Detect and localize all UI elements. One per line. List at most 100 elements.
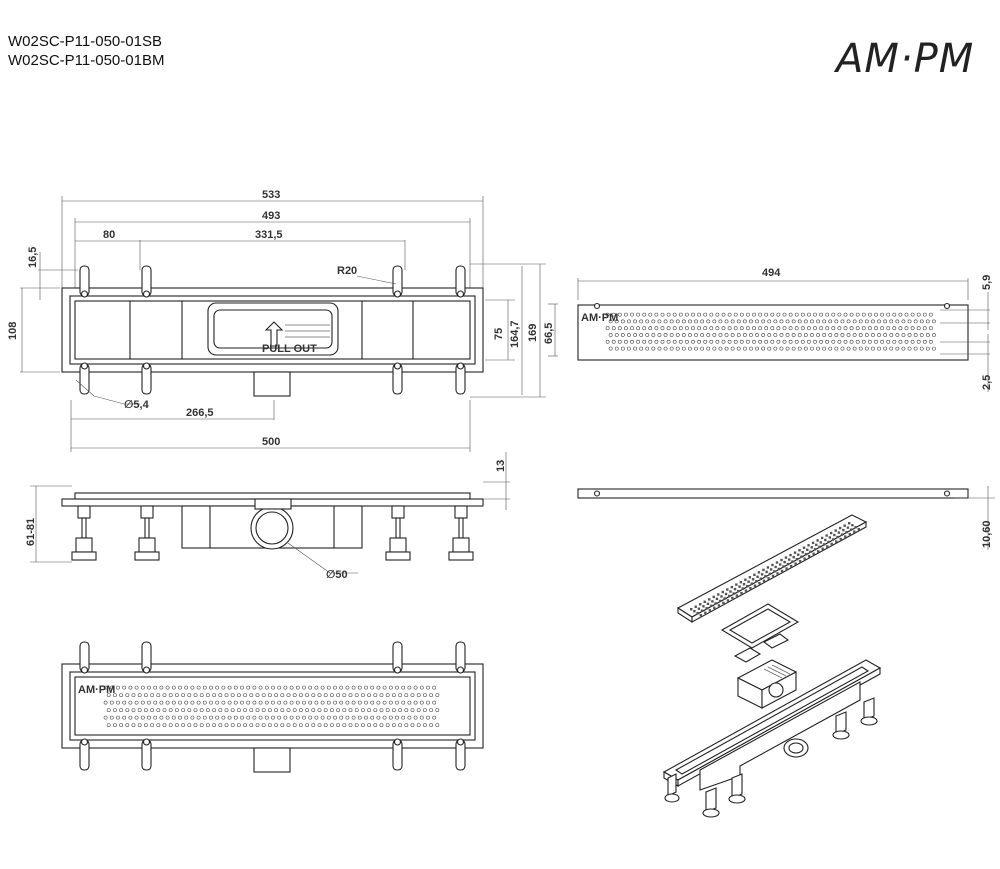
perforation-hole (360, 708, 365, 713)
perforation-hole (379, 708, 384, 713)
perforation-hole (283, 700, 288, 705)
perforation-hole (354, 723, 359, 728)
perforation-hole (895, 319, 900, 324)
perforation-hole (435, 723, 440, 728)
perforation-hole (733, 587, 737, 591)
perforation-hole (871, 333, 875, 337)
perforation-hole (277, 700, 282, 705)
dim-16-5: 16,5 (27, 247, 39, 268)
dim-533: 533 (262, 189, 280, 201)
perforation-hole (691, 312, 695, 317)
perforation-hole (709, 326, 714, 331)
dim-493: 493 (262, 210, 280, 222)
perforation-hole (675, 346, 680, 351)
perforation-hole (144, 693, 148, 698)
perforation-hole (630, 339, 634, 344)
perforation-hole (274, 708, 279, 713)
perforation-hole (354, 693, 359, 698)
perforation-hole (348, 708, 353, 713)
perforation-hole (784, 556, 788, 559)
perforation-hole (113, 723, 117, 728)
perforation-hole (848, 532, 851, 536)
perforation-hole (724, 346, 729, 351)
perforation-hole (311, 723, 316, 728)
perforation-hole (283, 685, 288, 690)
perforation-hole (642, 339, 647, 344)
perforation-hole (193, 723, 198, 728)
perforation-hole (811, 541, 815, 545)
perforation-hole (749, 586, 752, 590)
perforation-hole (407, 700, 412, 705)
perforation-hole (898, 326, 903, 331)
grate-side-view: 10,60 (577, 486, 995, 550)
perforation-hole (831, 538, 835, 541)
perforation-hole (125, 693, 130, 698)
perforation-hole (736, 319, 741, 324)
perforation-hole (654, 339, 659, 344)
perforation-hole (289, 685, 294, 690)
perforation-hole (871, 319, 875, 324)
perforation-hole (840, 319, 845, 324)
perforation-hole (721, 312, 726, 317)
perforation-hole (886, 312, 891, 317)
perforation-hole (398, 708, 403, 713)
perforation-hole (357, 700, 362, 705)
perforation-hole (608, 346, 613, 351)
perforation-hole (678, 339, 683, 344)
perforation-hole (258, 685, 263, 690)
perforation-hole (323, 723, 328, 728)
perforation-hole (776, 326, 781, 331)
perforation-hole (816, 539, 819, 542)
perforation-hole (196, 685, 201, 690)
perforation-hole (633, 319, 637, 324)
perforation-hole (246, 685, 251, 690)
perforation-hole (837, 339, 842, 344)
perforation-hole (919, 346, 924, 351)
perforation-hole (669, 319, 674, 324)
perforation-hole (345, 700, 350, 705)
perforation-hole (699, 603, 702, 606)
perforation-hole (175, 693, 179, 698)
perforation-hole (697, 312, 702, 317)
perforation-hole (721, 326, 726, 331)
perforation-hole (864, 346, 869, 351)
perforation-hole (623, 339, 628, 344)
perforation-hole (314, 700, 319, 705)
dim-5-9: 5,9 (981, 275, 993, 290)
perforation-hole (874, 339, 878, 344)
perforation-hole (373, 708, 378, 713)
perforation-hole (718, 333, 723, 337)
perforation-hole (782, 326, 787, 331)
perforation-hole (812, 552, 815, 555)
perforation-hole (681, 319, 686, 324)
perforation-hole (137, 708, 142, 713)
perforation-hole (696, 612, 699, 615)
pull-out-label: PULL OUT (262, 343, 317, 355)
perforation-hole (264, 700, 269, 705)
perforation-hole (345, 685, 350, 690)
perforation-hole (816, 333, 820, 337)
perforation-hole (895, 333, 900, 337)
perforation-hole (224, 723, 229, 728)
perforation-hole (700, 346, 705, 351)
perforation-hole (401, 685, 406, 690)
dim-500: 500 (262, 436, 280, 448)
perforation-hole (854, 526, 857, 529)
perforation-hole (752, 326, 756, 331)
perforation-hole (901, 319, 906, 324)
perforation-hole (830, 542, 833, 546)
perforation-hole (395, 715, 399, 720)
perforation-hole (202, 715, 207, 720)
perforation-hole (212, 708, 217, 713)
perforation-hole (636, 326, 641, 331)
perforation-hole (779, 333, 784, 337)
perforation-hole (657, 346, 662, 351)
perforation-hole (855, 339, 860, 344)
perforation-hole (432, 715, 437, 720)
perforation-hole (295, 700, 300, 705)
perforation-hole (617, 339, 622, 344)
perforation-hole (333, 685, 337, 690)
perforation-hole (727, 312, 732, 317)
perforation-hole (125, 723, 130, 728)
perforation-hole (838, 526, 842, 530)
